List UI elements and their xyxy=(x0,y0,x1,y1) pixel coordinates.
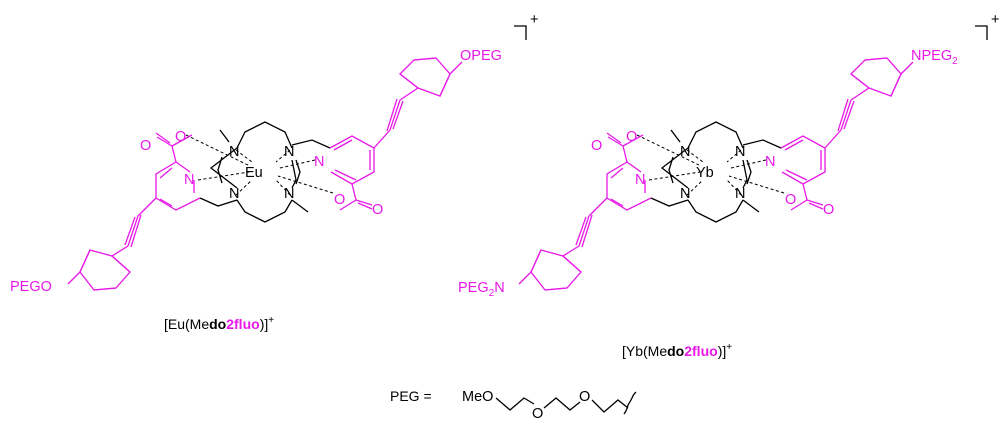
yb-carboxylate-o1: O xyxy=(626,129,637,145)
yb-complex: N N N N Yb N N O O O O NPEG2 PEG2N + [Yb… xyxy=(458,12,999,359)
peg-chain-segment-2 xyxy=(543,397,581,411)
yb-pyridine-left xyxy=(518,132,652,291)
peg-chain-segment-1 xyxy=(495,397,535,411)
yb-pyridine-n-left: N xyxy=(635,172,645,188)
yb-charge: + xyxy=(991,12,999,28)
yb-charge-bracket xyxy=(975,25,988,40)
yb-amine-n1: N xyxy=(680,144,690,160)
yb-coordination-bonds xyxy=(636,134,785,196)
eu-carboxylate-o1: O xyxy=(175,129,186,145)
eu-carboxylate-o4: O xyxy=(372,202,383,218)
yb-cyclen-ring xyxy=(650,121,782,223)
eu-amine-n2: N xyxy=(284,144,294,160)
peg-methoxy-group: MeO xyxy=(462,389,493,405)
yb-peg2n-group: PEG2N xyxy=(458,280,505,299)
yb-metal-center: Yb xyxy=(696,165,714,181)
yb-carboxylate-o2: O xyxy=(591,138,602,154)
eu-carboxylate-o3: O xyxy=(334,192,345,208)
peg-definition: PEG = MeO O O xyxy=(390,388,637,422)
eu-amine-n4: N xyxy=(284,186,294,202)
yb-compound-label: [Yb(Medo2fluo)]+ xyxy=(622,342,732,359)
eu-charge-bracket xyxy=(514,25,527,40)
eu-opeg-group: OPEG xyxy=(460,48,502,64)
peg-equals-label: PEG = xyxy=(390,388,432,404)
eu-pyridine-right xyxy=(329,57,463,211)
eu-pyridine-n-right: N xyxy=(314,154,324,170)
yb-amine-n2: N xyxy=(735,144,745,160)
yb-amine-n4: N xyxy=(735,186,745,202)
eu-carboxylate-o2: O xyxy=(140,138,151,154)
peg-attachment-wavy-bond xyxy=(623,391,637,415)
eu-amine-n3: N xyxy=(229,186,239,202)
eu-charge: + xyxy=(530,12,538,28)
eu-coordination-bonds xyxy=(185,134,334,196)
peg-chain-segment-3 xyxy=(591,399,629,413)
eu-amine-n1: N xyxy=(229,144,239,160)
yb-npeg2-group: NPEG2 xyxy=(911,48,958,67)
eu-compound-label: [Eu(Medo2fluo)]+ xyxy=(164,315,274,332)
eu-complex: N N N N Eu N N O O O O OPEG PEGO + [Eu(M… xyxy=(10,12,538,332)
peg-ether-o2: O xyxy=(579,389,590,405)
yb-pyridine-n-right: N xyxy=(765,154,775,170)
eu-metal-center: Eu xyxy=(245,165,263,181)
eu-cyclen-ring xyxy=(199,121,331,223)
yb-carboxylate-o4: O xyxy=(823,202,834,218)
eu-pyridine-n-left: N xyxy=(184,172,194,188)
yb-carboxylate-o3: O xyxy=(785,192,796,208)
eu-pego-group: PEGO xyxy=(10,279,52,295)
eu-pyridine-left xyxy=(67,132,201,291)
yb-pyridine-right xyxy=(780,57,914,211)
peg-ether-o1: O xyxy=(532,406,543,422)
yb-amine-n3: N xyxy=(680,186,690,202)
